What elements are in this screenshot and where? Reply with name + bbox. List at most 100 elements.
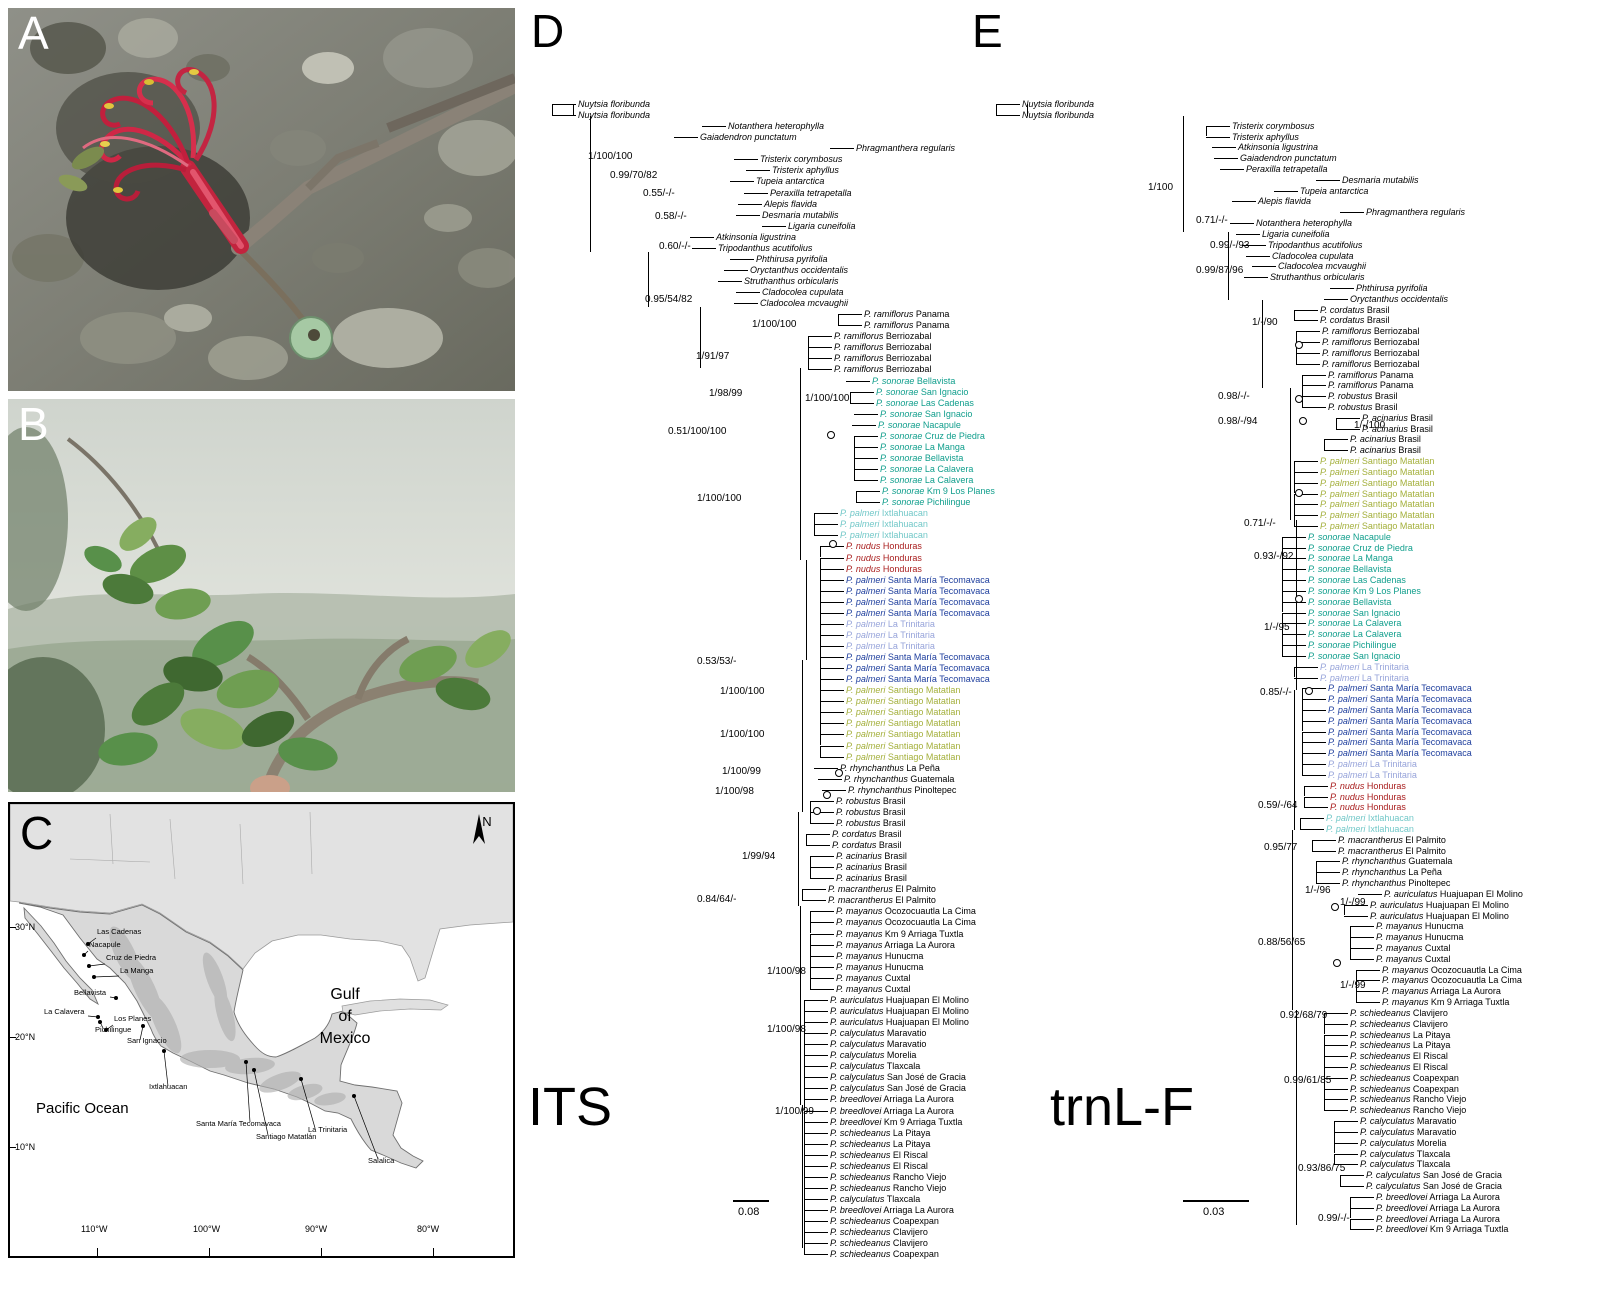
branch-line	[1324, 1023, 1325, 1035]
branch-line	[1212, 147, 1236, 149]
tree-tip: P. calyculatus Tlaxcala	[830, 1193, 921, 1204]
branch-line	[1282, 645, 1283, 656]
branch-line	[1206, 136, 1230, 138]
tree-tip: P. schiedeanus Clavijero	[830, 1238, 928, 1249]
branch-line	[820, 634, 821, 646]
support-value: 1/100/100	[720, 686, 765, 697]
branch-line	[1336, 417, 1360, 419]
tree-tip: P. palmeri Santiago Matatlan	[846, 751, 961, 762]
branch-line	[854, 413, 878, 415]
tree-tip: P. calyculatus Tlaxcala	[1360, 1159, 1451, 1170]
branch-line	[802, 889, 826, 891]
branch-line	[1282, 547, 1283, 559]
tree-spine-line	[806, 560, 807, 660]
branch-line	[1302, 709, 1303, 721]
branch-line	[996, 104, 1020, 105]
branch-line	[808, 347, 809, 359]
site-dot	[244, 1060, 248, 1064]
site-dot	[86, 942, 90, 946]
support-value: 1/91/97	[696, 351, 730, 362]
branch-line	[854, 457, 855, 469]
branch-line	[1350, 926, 1351, 938]
branch-line	[820, 734, 844, 736]
branch-line	[804, 1044, 828, 1046]
tree-spine-line	[798, 812, 799, 906]
site-label: Pichilingue	[95, 1025, 132, 1034]
tree-tip: P. sonorae La Manga	[1308, 553, 1393, 564]
tree-tip: P. rhynchanthus Pinoltepec	[1342, 878, 1451, 888]
tree-spine-line	[590, 116, 591, 252]
branch-line	[746, 170, 770, 172]
branch-line	[1282, 601, 1306, 603]
tree-tip: P. schiedeanus La Pitaya	[830, 1138, 931, 1149]
tree-tip: P. sonorae Pichilingue	[1308, 640, 1397, 650]
branch-line	[1304, 796, 1328, 798]
tree-spine-line	[1292, 830, 1293, 1010]
tree-tip: Tristerix corymbosus	[760, 154, 843, 165]
tree-tip: P. rhynchanthus La Peña	[840, 762, 940, 773]
tree-tip: Oryctanthus occidentalis	[750, 264, 849, 275]
branch-line	[1324, 1023, 1348, 1025]
branch-line	[854, 446, 878, 448]
site-label: Los Planes	[114, 1014, 152, 1023]
branch-line	[804, 1210, 828, 1211]
support-value: 1/100/99	[775, 1106, 814, 1117]
branch-line	[820, 745, 844, 747]
branch-line	[1300, 828, 1324, 830]
branch-line	[1316, 872, 1317, 883]
branch-line	[1356, 969, 1380, 971]
tree-tip: P. schiedeanus Clavijero	[830, 1227, 928, 1238]
tree-tip: P. palmeri Santa María Tecomavaca	[1328, 715, 1472, 726]
tree-tip: P. auriculatus Huajuapan El Molino	[1370, 910, 1509, 921]
branch-line	[1302, 720, 1303, 732]
tree-title-its: ITS	[528, 1077, 613, 1137]
tree-tip: P. sonorae Cruz de Piedra	[1308, 542, 1413, 553]
branch-line	[820, 679, 844, 681]
branch-line	[814, 535, 838, 537]
tree-tip: P. calyculatus San José de Gracia	[1366, 1181, 1502, 1191]
branch-line	[1220, 168, 1244, 170]
gulf-line-3: Mexico	[319, 1030, 371, 1047]
tree-tip: P. cordatus Brasil	[832, 840, 902, 850]
support-value: 1/100/100	[805, 393, 850, 404]
branch-line	[1282, 601, 1283, 613]
tree-tip: P. sonorae La Calavera	[880, 464, 974, 474]
branch-line	[1282, 590, 1306, 592]
tree-tip: Cladocolea cupulata	[1272, 250, 1354, 261]
tree-tip: P. palmeri Santa María Tecomavaca	[846, 652, 990, 662]
tree-tip: P. schiedeanus La Pitaya	[1350, 1040, 1451, 1051]
branch-line	[804, 1198, 828, 1200]
branch-line	[810, 955, 834, 957]
tick-mark	[321, 1248, 322, 1256]
branch-line	[820, 601, 821, 613]
tree-tip: P. macrantherus El Palmito	[1338, 845, 1446, 856]
panel-label-d: D	[531, 5, 565, 57]
tree-tip: P. macrantherus El Palmito	[1338, 834, 1446, 845]
tree-tip: P. palmeri La Trinitaria	[846, 618, 935, 629]
tree-tip: P. sonorae Km 9 Los Planes	[1308, 585, 1421, 596]
branch-line	[804, 1176, 805, 1188]
branch-line	[1324, 1099, 1348, 1101]
branch-line	[1344, 904, 1345, 916]
tree-spine-line	[1296, 1010, 1297, 1225]
branch-line	[804, 1099, 805, 1111]
branch-line	[1344, 915, 1368, 917]
branch-line	[1294, 526, 1318, 527]
branch-line	[1304, 796, 1305, 808]
branch-line	[1302, 396, 1303, 407]
tree-tip: P. acinarius Brasil	[836, 862, 907, 873]
map-illustration	[10, 804, 513, 1256]
branch-line	[1244, 277, 1268, 279]
tree-tip: P. schiedeanus La Pitaya	[1350, 1029, 1451, 1040]
branch-line	[804, 1066, 805, 1078]
tree-spine-line	[1262, 300, 1263, 388]
branch-line	[1324, 1045, 1325, 1057]
branch-line	[1282, 536, 1283, 548]
tree-tip: Tupeia antarctica	[1300, 185, 1369, 196]
branch-line	[810, 867, 834, 869]
branch-line	[804, 1077, 828, 1079]
tree-tip: P. sonorae Nacapule	[1308, 531, 1391, 542]
tree-tip: P. breedlovei Km 9 Arriaga Tuxtla	[830, 1116, 963, 1127]
support-value: 1/100/99	[722, 766, 761, 777]
